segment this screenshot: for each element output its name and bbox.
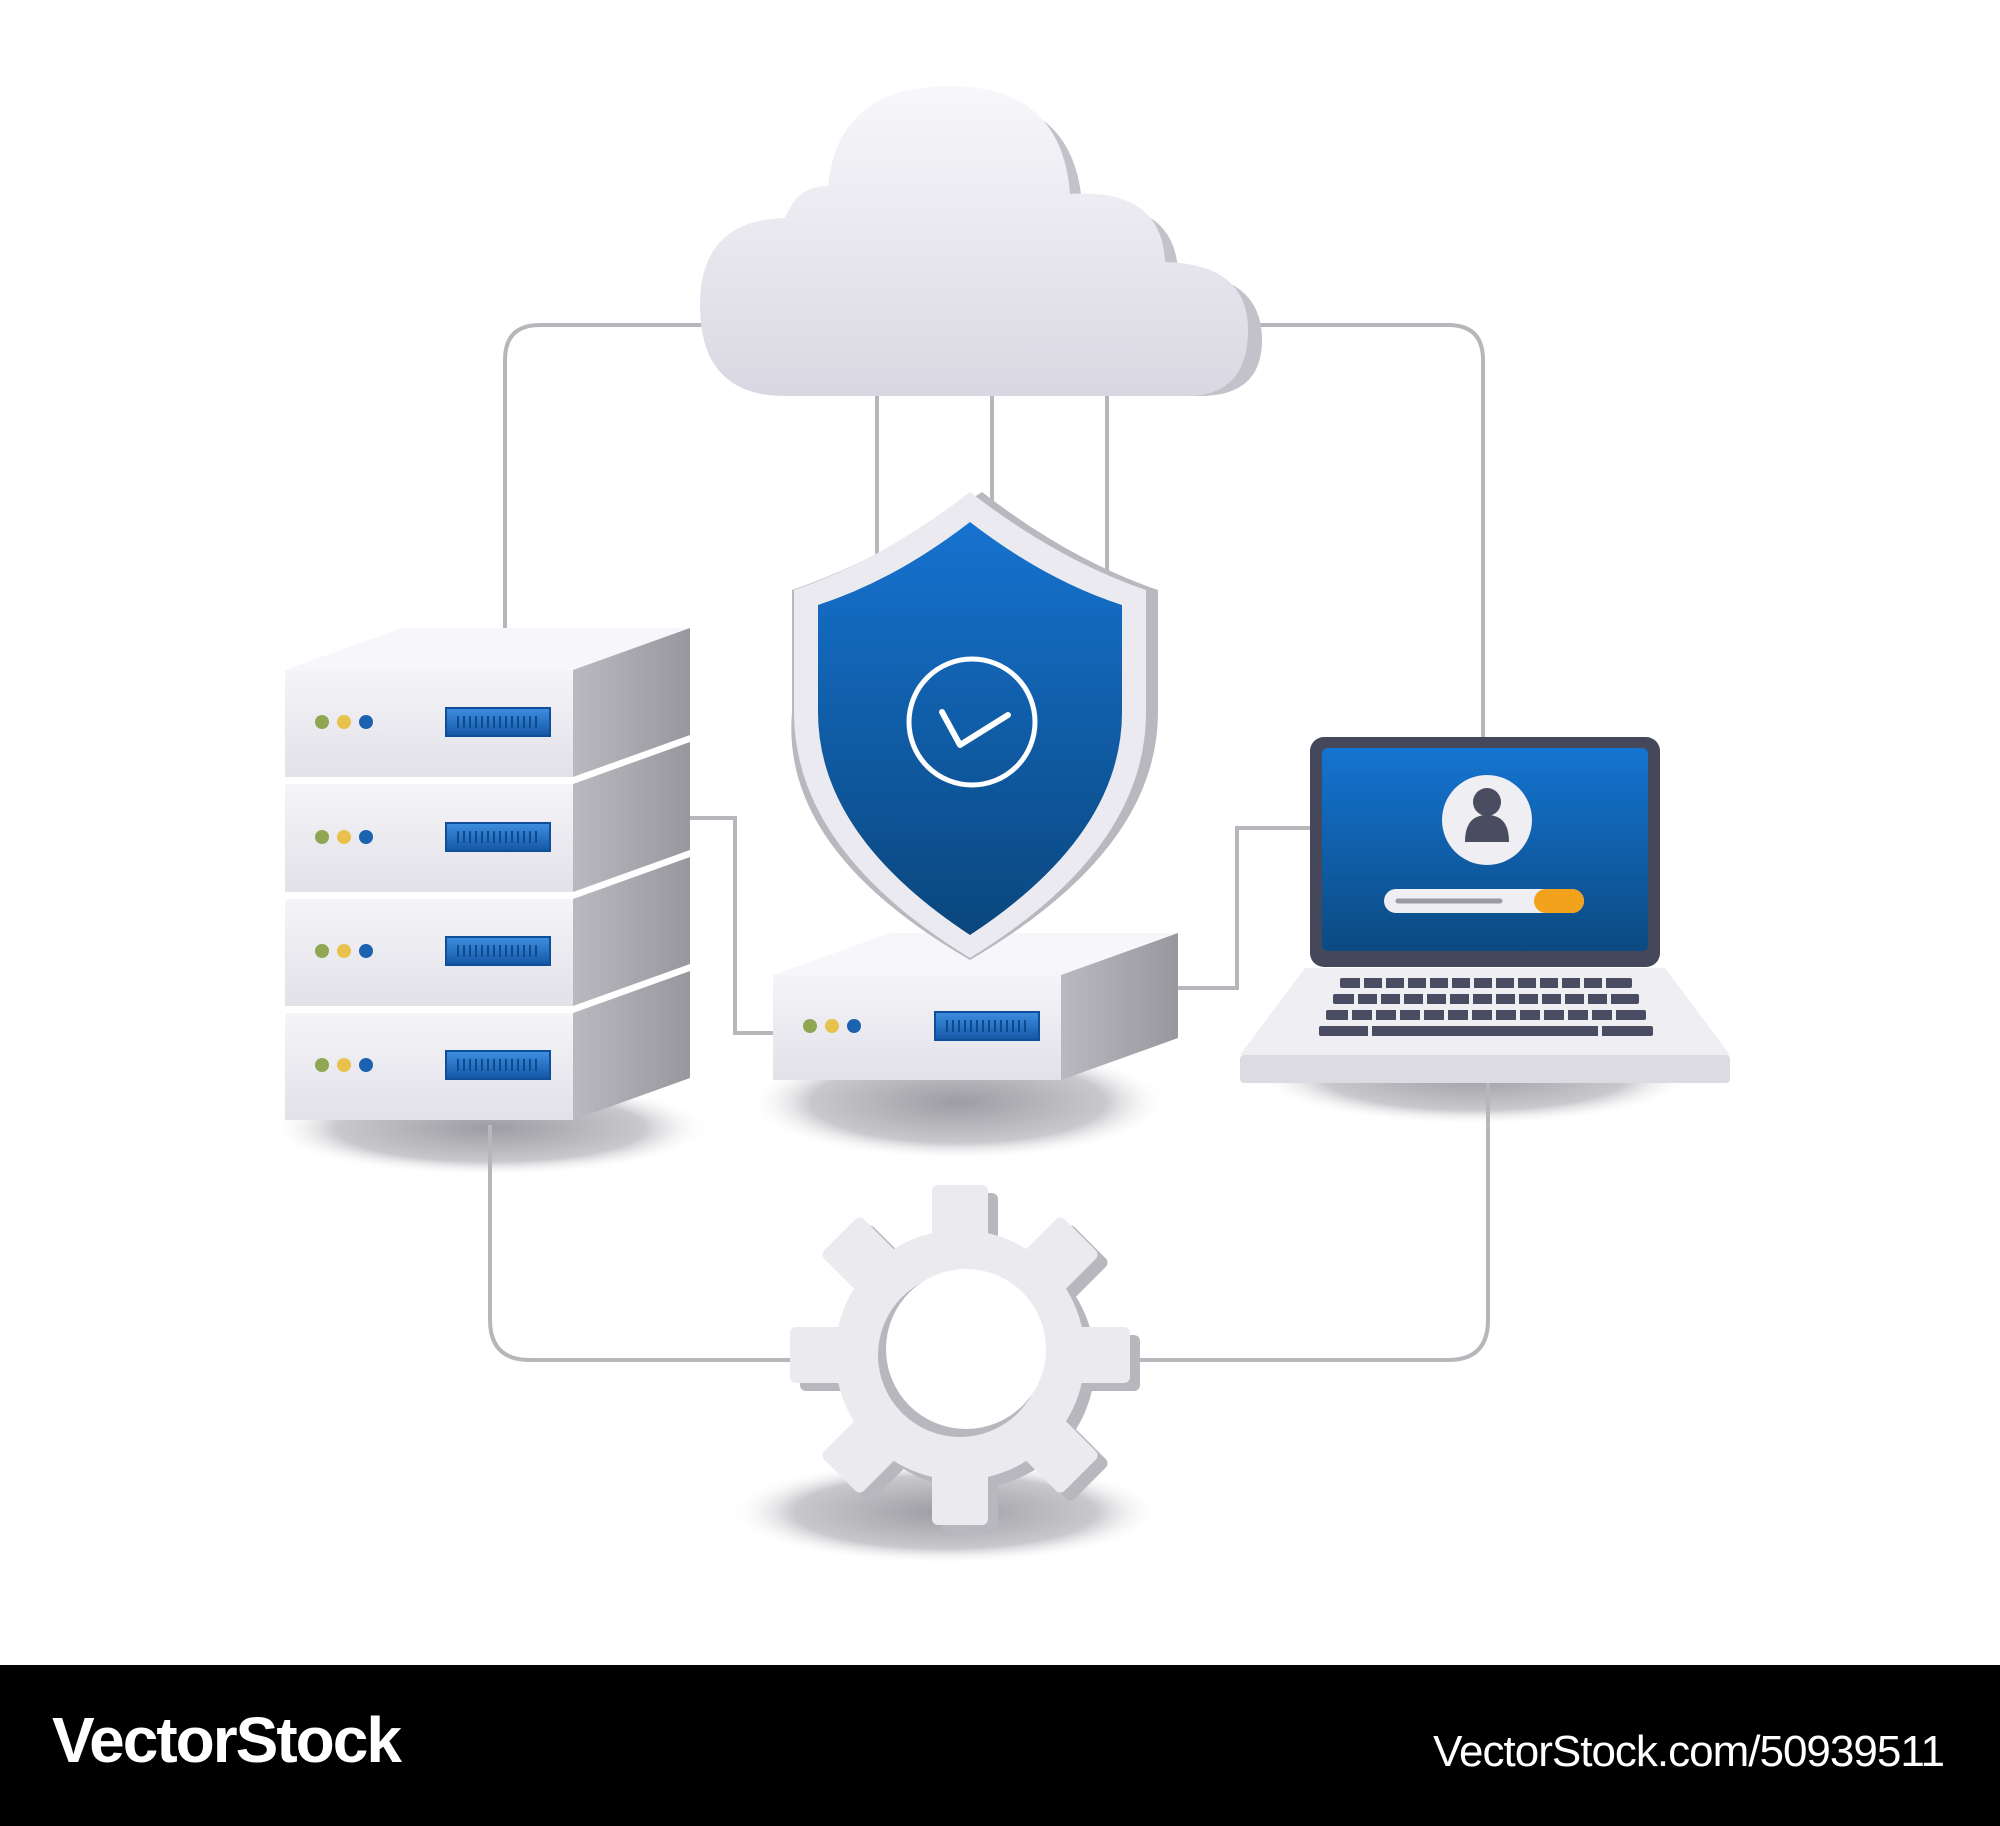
drive-slot: [934, 1011, 1040, 1041]
watermark-footer: VectorStock VectorStock.com/50939511: [0, 1665, 2000, 1826]
server-rack-icon: [285, 628, 690, 1120]
led-yellow: [825, 1019, 839, 1033]
keyboard: [1319, 978, 1653, 1036]
drive-slot: [445, 1050, 551, 1080]
server-unit-icon: [773, 933, 1178, 1080]
brand-logo-text: VectorStock: [52, 1704, 402, 1776]
shield-check-icon: [791, 492, 1158, 960]
drive-slot: [445, 822, 551, 852]
network-security-diagram: [270, 86, 1730, 1564]
rack-unit-2: [285, 742, 690, 892]
gear-icon: [790, 1185, 1140, 1533]
check-circle: [906, 656, 1038, 788]
led-yellow: [337, 830, 351, 844]
led-green: [315, 715, 329, 729]
led-green: [315, 1058, 329, 1072]
cable-server-to-laptop: [1177, 826, 1312, 990]
check-mark: [939, 709, 1011, 748]
rack-unit-3: [285, 857, 690, 1006]
led-blue: [359, 830, 373, 844]
led-blue: [359, 715, 373, 729]
cable-rack-to-gear: [488, 1125, 805, 1362]
drive-slot: [445, 707, 551, 737]
user-icon: [1465, 788, 1509, 842]
led-yellow: [337, 715, 351, 729]
led-green: [315, 944, 329, 958]
led-blue: [359, 944, 373, 958]
cable-cloud-to-rack: [503, 323, 715, 630]
rack-unit-1: [285, 628, 690, 777]
connection-cables: [488, 323, 1490, 1362]
rack-unit-4: [285, 971, 690, 1120]
led-yellow: [337, 1058, 351, 1072]
led-green: [315, 830, 329, 844]
image-id-url: VectorStock.com/50939511: [1433, 1727, 1945, 1776]
cable-rack-to-server: [690, 816, 775, 1035]
laptop-icon: [1240, 737, 1730, 1083]
cloud-icon: [700, 86, 1262, 396]
keyboard-key-gaps: [1348, 976, 1616, 1038]
led-blue: [359, 1058, 373, 1072]
led-yellow: [337, 944, 351, 958]
cable-cloud-to-laptop: [1255, 323, 1485, 740]
drive-slot: [445, 936, 551, 966]
led-green: [803, 1019, 817, 1033]
led-blue: [847, 1019, 861, 1033]
login-progress-bar: [1384, 889, 1584, 913]
cable-laptop-to-gear: [1100, 1080, 1490, 1362]
